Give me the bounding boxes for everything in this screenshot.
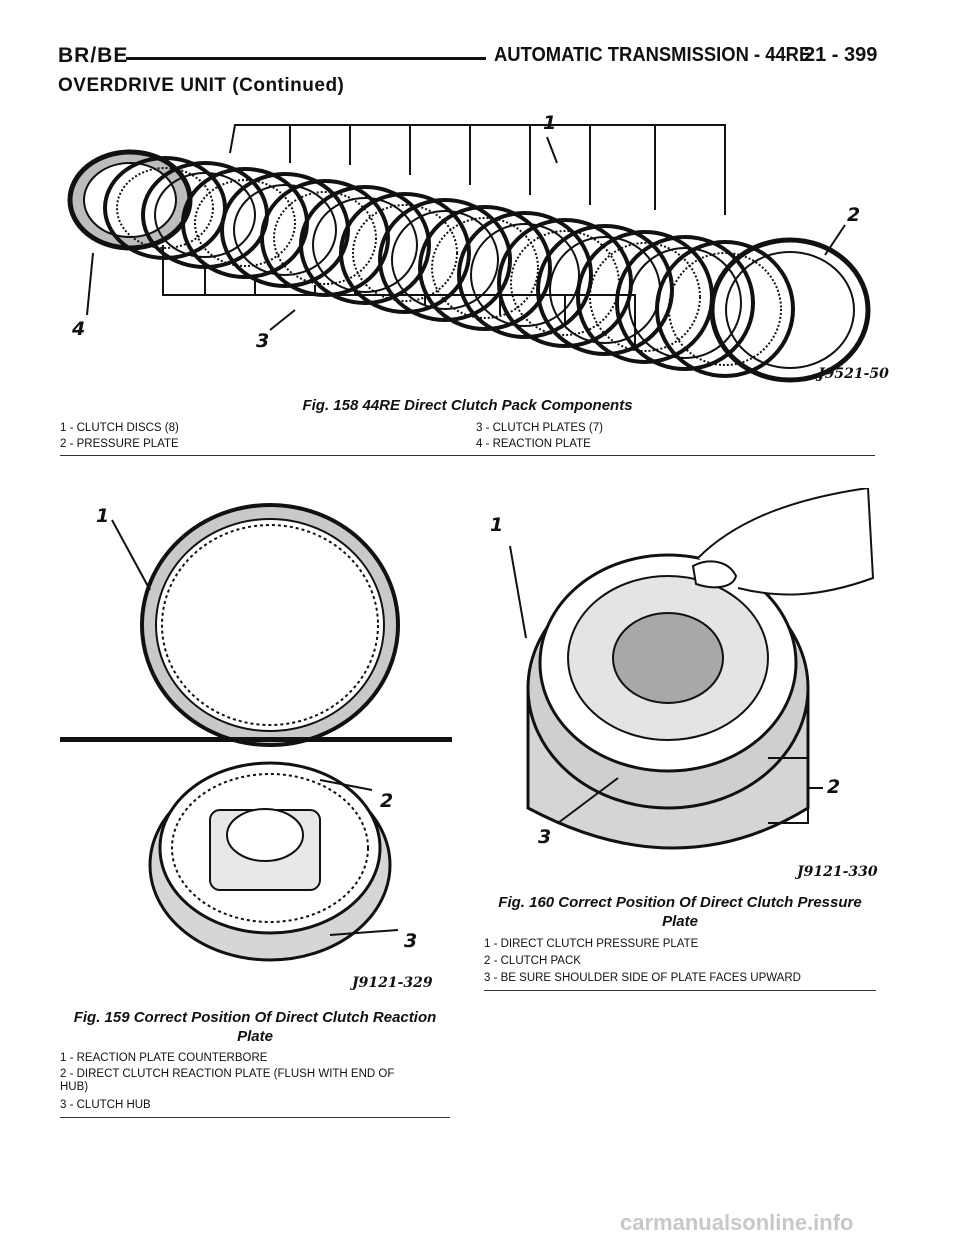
fig159-rule: [60, 1117, 450, 1118]
fig160-rule: [484, 990, 876, 991]
fig159-legend-3: 3 - CLUTCH HUB: [60, 1099, 151, 1111]
fig160-callout-3: 3: [538, 826, 552, 848]
header-rule: [126, 57, 486, 60]
fig160-code: J9121-330: [797, 864, 878, 880]
fig158-callout-3: 3: [256, 330, 270, 352]
reaction-plate-illustration: [60, 503, 452, 962]
fig159-caption: Fig. 159 Correct Position Of Direct Clut…: [60, 1008, 450, 1046]
fig158-legend-2: 2 - PRESSURE PLATE: [60, 438, 179, 450]
header-model: BR/BE: [58, 44, 129, 67]
fig159-legend-2: 2 - DIRECT CLUTCH REACTION PLATE (FLUSH …: [60, 1068, 395, 1080]
fig158-legend-1: 1 - CLUTCH DISCS (8): [60, 422, 179, 434]
fig159-legend-1: 1 - REACTION PLATE COUNTERBORE: [60, 1052, 268, 1064]
fig159-callout-3: 3: [404, 930, 418, 952]
fig158-legend-4: 4 - REACTION PLATE: [476, 438, 591, 450]
fig160-callout-2: 2: [827, 776, 841, 798]
page-number: 21 - 399: [804, 44, 878, 66]
fig159-caption-line2: Plate: [237, 1028, 273, 1045]
fig158-legend-3: 3 - CLUTCH PLATES (7): [476, 422, 603, 434]
fig158-callout-4: 4: [72, 318, 86, 340]
section-title: OVERDRIVE UNIT (Continued): [58, 75, 345, 96]
fig159-legend-2-cont: HUB): [60, 1081, 89, 1093]
fig158-callout-1: 1: [543, 112, 557, 134]
fig158-callout-2: 2: [847, 204, 861, 226]
fig160-callout-1: 1: [490, 514, 504, 536]
fig160-legend-2: 2 - CLUTCH PACK: [484, 955, 581, 967]
fig159-code: J9121-329: [352, 975, 433, 991]
fig159-caption-line1: Fig. 159 Correct Position Of Direct Clut…: [73, 1009, 437, 1026]
fig160-caption-line2: Plate: [662, 913, 698, 930]
fig158-caption: Fig. 158 44RE Direct Clutch Pack Compone…: [302, 397, 633, 414]
fig160-caption-line1: Fig. 160 Correct Position Of Direct Clut…: [498, 894, 862, 911]
fig160-legend-3: 3 - BE SURE SHOULDER SIDE OF PLATE FACES…: [484, 972, 801, 984]
fig158-rule: [60, 455, 875, 456]
fig159-callout-1: 1: [96, 505, 110, 527]
header-title: AUTOMATIC TRANSMISSION - 44RE: [494, 44, 812, 66]
watermark: carmanualsonline.info: [620, 1210, 854, 1235]
fig160-legend-1: 1 - DIRECT CLUTCH PRESSURE PLATE: [484, 938, 699, 950]
pressure-plate-illustration: [509, 488, 875, 850]
fig158-code: J9521-50: [818, 366, 889, 382]
clutch-pack-illustration: [67, 124, 871, 383]
fig160-caption: Fig. 160 Correct Position Of Direct Clut…: [484, 893, 876, 931]
fig159-callout-2: 2: [380, 790, 394, 812]
